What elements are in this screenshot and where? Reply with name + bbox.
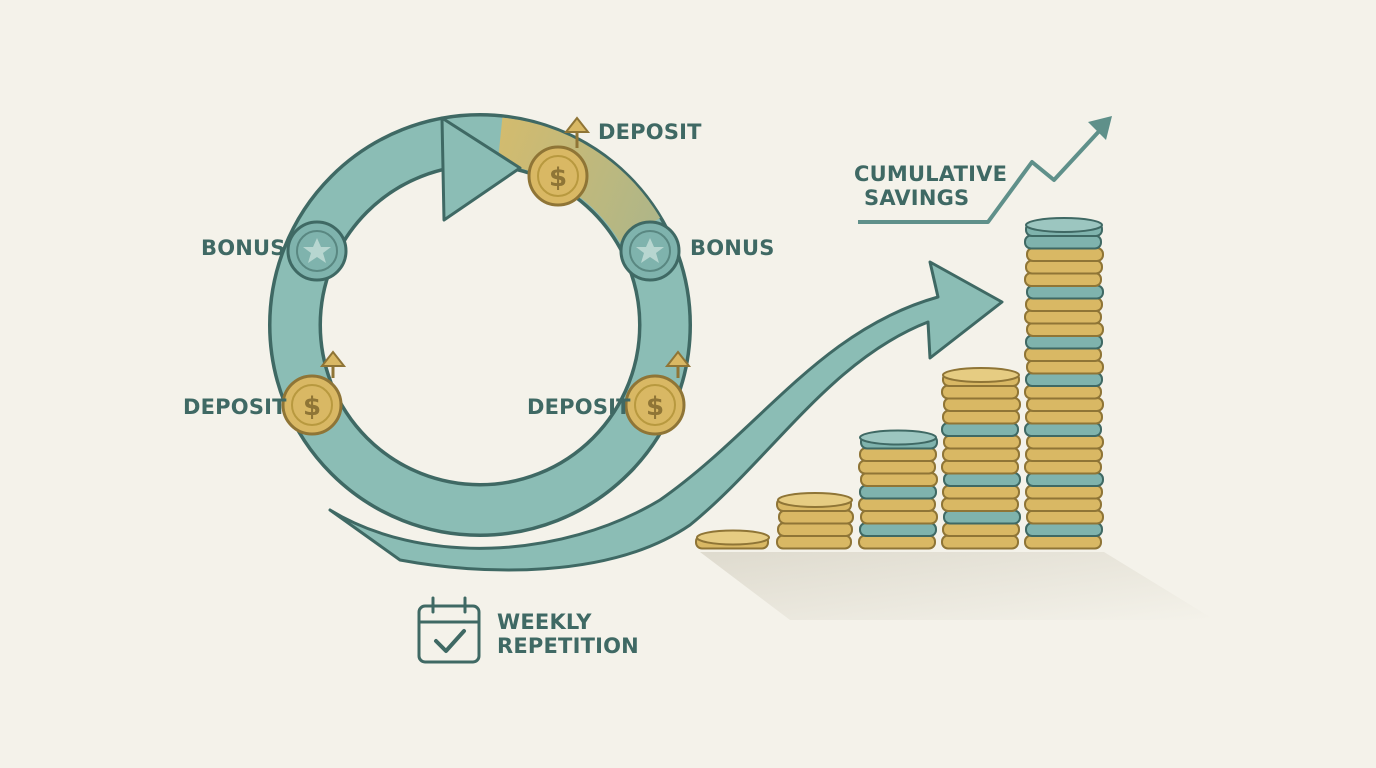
stacked-coin <box>942 447 1020 462</box>
stacked-coin <box>1026 322 1104 337</box>
stacked-coin <box>777 522 853 537</box>
cumulative-label-line2: SAVINGS <box>864 186 970 211</box>
stacked-coin <box>1024 534 1102 550</box>
stacked-coin <box>859 522 937 537</box>
stacked-coin <box>1024 459 1102 475</box>
stacked-coin <box>1025 372 1103 387</box>
dollar-coin-icon: $ <box>624 374 686 436</box>
coin-stack-top <box>859 429 937 446</box>
stacked-coin <box>1024 497 1102 512</box>
stacked-coin <box>859 484 937 500</box>
coin-stack <box>695 529 770 550</box>
stacked-coin <box>858 534 936 550</box>
star-coin-icon <box>619 220 681 282</box>
coin-stack-top <box>1025 217 1103 233</box>
stacked-coin <box>1026 434 1104 450</box>
stacked-coin <box>1024 272 1102 287</box>
stacked-coin <box>1026 359 1104 375</box>
stacked-coin <box>1026 284 1104 300</box>
trend-up-arrow-icon <box>858 116 1112 224</box>
stacked-coin <box>1025 259 1103 275</box>
stacked-coin <box>1026 472 1104 487</box>
stacked-coin <box>1024 309 1102 325</box>
stacked-coin <box>1024 347 1102 362</box>
weekly-label-line1: WEEKLY <box>497 610 592 634</box>
cycle-loop <box>268 113 1004 572</box>
stacked-coin <box>1025 484 1103 500</box>
stacked-coin <box>941 422 1019 437</box>
bonus-label-right: BONUS <box>690 236 775 260</box>
stacked-coin <box>1024 422 1102 437</box>
stacked-coin <box>1025 447 1103 462</box>
stack-shadow <box>700 552 1215 620</box>
stacked-coin <box>859 447 937 462</box>
stacked-coin <box>941 497 1019 512</box>
stacked-coin <box>1025 522 1103 537</box>
up-arrow-icon <box>664 350 692 378</box>
dollar-coin-icon: $ <box>281 374 343 436</box>
coin-stack <box>941 367 1021 550</box>
stacked-coin <box>941 384 1019 400</box>
coin-stack <box>1024 217 1104 550</box>
stacked-coin <box>943 434 1021 450</box>
stacked-coin <box>941 534 1019 550</box>
stacked-coin <box>1026 509 1104 525</box>
deposit-label-right: DEPOSIT <box>527 395 631 419</box>
weekly-label-line2: REPETITION <box>497 634 639 659</box>
weekly-repetition-label: WEEKLY REPETITION <box>497 610 639 658</box>
stacked-coin <box>943 472 1021 487</box>
stacked-coin <box>860 472 938 487</box>
calendar-check-icon <box>417 596 481 664</box>
svg-text:$: $ <box>303 392 321 422</box>
stacked-coin <box>858 459 936 475</box>
stacked-coin <box>1026 247 1104 262</box>
up-arrow-icon <box>319 350 347 378</box>
svg-text:$: $ <box>646 392 664 422</box>
deposit-label-left: DEPOSIT <box>183 395 287 419</box>
stacked-coin <box>942 409 1020 425</box>
stacked-coin <box>943 509 1021 525</box>
up-arrow-icon <box>563 116 591 148</box>
stacked-coin <box>942 484 1020 500</box>
stacked-coin <box>776 534 852 550</box>
stacked-coin <box>778 509 854 525</box>
cumulative-label-line1: CUMULATIVE <box>854 162 1008 186</box>
stacked-coin <box>1024 384 1102 400</box>
stacked-coin <box>860 509 938 525</box>
svg-text:$: $ <box>549 163 567 193</box>
coin-stack-top <box>777 492 853 508</box>
deposit-coin-top: $ <box>527 145 589 207</box>
stacked-coin <box>943 397 1021 412</box>
deposit-label-top: DEPOSIT <box>598 120 702 144</box>
growth-arrow <box>328 260 1004 572</box>
stacked-coin <box>1025 297 1103 312</box>
coin-stack-top <box>696 529 770 546</box>
star-coin-icon <box>286 220 348 282</box>
cumulative-savings-label: CUMULATIVE SAVINGS <box>854 162 1007 210</box>
stacked-coin <box>1025 409 1103 425</box>
stacked-coin <box>941 459 1019 475</box>
stacked-coin <box>1026 397 1104 412</box>
loop-arrowhead <box>440 116 522 222</box>
coin-stack <box>776 492 854 550</box>
stacked-coin <box>858 497 936 512</box>
stacked-coin <box>1025 334 1103 350</box>
coin-stack-top <box>942 367 1020 383</box>
stacked-coin <box>942 522 1020 537</box>
coin-stacks <box>695 217 1104 550</box>
stacked-coin <box>1024 234 1102 250</box>
bonus-label-left: BONUS <box>201 236 286 260</box>
coin-stack <box>858 429 938 550</box>
